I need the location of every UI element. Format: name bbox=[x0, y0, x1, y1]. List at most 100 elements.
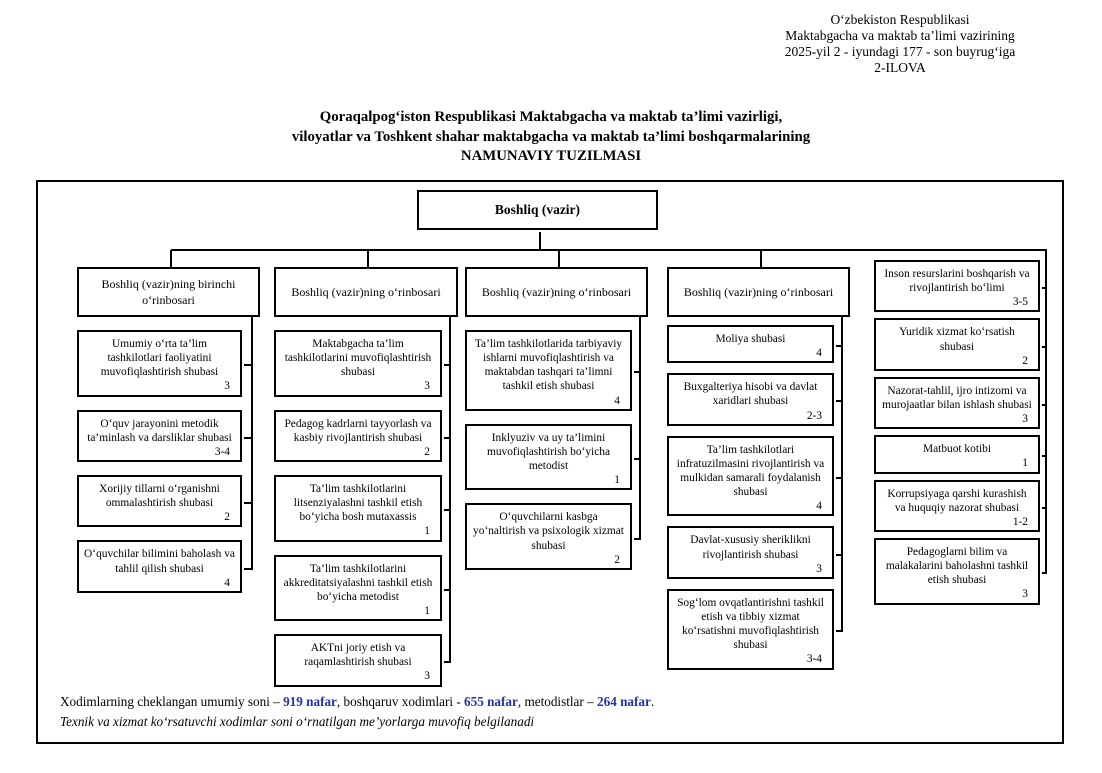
column-header: Boshliq (vazir)ning o‘rinbosari bbox=[274, 267, 458, 317]
connector-line bbox=[634, 371, 641, 374]
org-box-count: 3 bbox=[224, 380, 230, 393]
title-line: viloyatlar va Toshkent shahar maktabgach… bbox=[291, 128, 811, 145]
doc-header-line: 2-ILOVA bbox=[874, 59, 926, 75]
connector-line bbox=[251, 317, 253, 570]
org-box-count: 1-2 bbox=[1012, 515, 1028, 528]
column-header: Boshliq (vazir)ning birinchi o‘rinbosari bbox=[77, 267, 260, 317]
org-box-count: 2 bbox=[1022, 354, 1028, 367]
doc-header-line: O‘zbekiston Respublikasi bbox=[830, 12, 970, 27]
org-box-label: Inklyuziv va uy ta’limini muvofiqlashtir… bbox=[486, 431, 611, 472]
connector-line bbox=[639, 317, 641, 540]
org-box: Ta’lim tashkilotlarini litsenziyalashni … bbox=[274, 474, 442, 542]
connector-line bbox=[244, 436, 253, 439]
org-box-label: Pedagog kadrlarni tayyorlash va kasbiy r… bbox=[284, 417, 432, 444]
org-box: Pedagog kadrlarni tayyorlash va kasbiy r… bbox=[274, 409, 442, 462]
org-box: Umumiy o‘rta ta’lim tashkilotlari faoliy… bbox=[77, 330, 242, 397]
connector-line bbox=[634, 457, 641, 460]
org-box-count: 3 bbox=[424, 380, 430, 393]
org-box-count: 3-4 bbox=[806, 653, 822, 666]
footnote-staff-counts: Xodimlarning cheklangan umumiy soni – 91… bbox=[60, 694, 655, 710]
connector-line bbox=[1042, 404, 1047, 407]
org-chart-frame: Boshliq (vazir) Xodimlarning cheklangan … bbox=[36, 180, 1064, 744]
org-box-count: 4 bbox=[816, 347, 822, 360]
connector-line bbox=[1045, 250, 1047, 575]
org-box-label: Davlat-xususiy sheriklikni rivojlantiris… bbox=[690, 534, 811, 561]
org-box-label: Ta’lim tashkilotlarini akkreditatsiyalas… bbox=[283, 562, 433, 603]
org-box: Moliya shubasi 4 bbox=[667, 325, 834, 364]
org-box-label: Yuridik xizmat ko‘rsatish shubasi bbox=[899, 326, 1015, 353]
connector-line bbox=[169, 250, 172, 269]
org-box-label: Nazorat-tahlil, ijro intizomi va murojaa… bbox=[882, 384, 1032, 411]
connector-line bbox=[836, 630, 843, 633]
methodist-staff-count: 264 nafar bbox=[597, 694, 651, 710]
connector-line bbox=[449, 317, 451, 664]
connector-line bbox=[538, 232, 541, 250]
column-header: Boshliq (vazir)ning o‘rinbosari bbox=[667, 267, 850, 317]
org-box-count: 2 bbox=[224, 511, 230, 524]
org-box-count: 3 bbox=[1022, 413, 1028, 426]
org-box-label: Maktabgacha ta’lim tashkilotlarini muvof… bbox=[284, 338, 432, 379]
connector-line bbox=[444, 509, 451, 512]
org-box: Yuridik xizmat ko‘rsatish shubasi 2 bbox=[874, 318, 1040, 371]
org-box-label: Sog‘lom ovqatlantirishni tashkil etish v… bbox=[677, 596, 824, 652]
connector-line bbox=[836, 400, 843, 403]
org-box: Pedagoglarni bilim va malakalarini bahol… bbox=[874, 537, 1040, 605]
doc-header-line: Maktabgacha va maktab ta’limi vazirining bbox=[785, 27, 1015, 43]
org-box-label: Moliya shubasi bbox=[715, 333, 786, 345]
document-header: O‘zbekiston Respublikasi Maktabgacha va … bbox=[726, 12, 1074, 76]
connector-line bbox=[634, 537, 641, 540]
org-box-count: 2 bbox=[614, 553, 620, 566]
title-line: NAMUNAVIY TUZILMASI bbox=[460, 148, 642, 165]
total-staff-count: 919 nafar bbox=[283, 694, 337, 710]
root-box: Boshliq (vazir) bbox=[417, 190, 658, 230]
org-box-count: 3 bbox=[424, 670, 430, 683]
connector-line bbox=[444, 436, 451, 439]
org-box-label: Pedagoglarni bilim va malakalarini bahol… bbox=[885, 545, 1029, 587]
connector-line bbox=[367, 250, 369, 269]
doc-header-line: 2025-yil 2 - iyundagi 177 - son buyrug‘i… bbox=[784, 43, 1016, 59]
org-box-count: 3 bbox=[1022, 588, 1028, 601]
connector-line bbox=[244, 364, 253, 367]
org-column-1: Boshliq (vazir)ning birinchi o‘rinbosari… bbox=[77, 267, 260, 593]
connector-line bbox=[841, 317, 843, 633]
management-staff-count: 655 nafar bbox=[464, 694, 518, 710]
org-box-label: Ta’lim tashkilotlari infratuzilmasini ri… bbox=[676, 443, 825, 499]
org-box-label: O‘quvchilar bilimini baholash va tahlil … bbox=[84, 548, 235, 575]
org-box: Korrupsiyaga qarshi kurashish va huquqiy… bbox=[874, 479, 1040, 532]
connector-line bbox=[836, 477, 843, 480]
org-box-count: 3-5 bbox=[1012, 296, 1028, 309]
org-box-label: AKTni joriy etish va raqamlashtirish shu… bbox=[304, 642, 412, 669]
org-box-count: 2-3 bbox=[806, 409, 822, 422]
org-box-count: 4 bbox=[816, 500, 822, 513]
org-box-label: Ta’lim tashkilotlarini litsenziyalashni … bbox=[293, 482, 423, 524]
connector-line bbox=[836, 345, 843, 348]
org-box-label: Xorijiy tillarni o‘rganishni ommalashtir… bbox=[99, 482, 220, 510]
org-box-label: Korrupsiyaga qarshi kurashish va huquqiy… bbox=[887, 487, 1027, 514]
org-box-label: O‘quvchilarni kasbga yo‘naltirish va psi… bbox=[473, 511, 624, 552]
org-box-count: 2 bbox=[424, 445, 430, 458]
org-box-count: 4 bbox=[224, 576, 230, 589]
connector-line bbox=[444, 661, 451, 664]
page-title: Qoraqalpog‘iston Respublikasi Maktabgach… bbox=[0, 108, 1102, 167]
org-box: Inklyuziv va uy ta’limini muvofiqlashtir… bbox=[465, 423, 632, 491]
org-box-label: Umumiy o‘rta ta’lim tashkilotlari faoliy… bbox=[100, 338, 219, 379]
title-line: Qoraqalpog‘iston Respublikasi Maktabgach… bbox=[319, 109, 783, 125]
org-box: AKTni joriy etish va raqamlashtirish shu… bbox=[274, 634, 442, 687]
org-box: Xorijiy tillarni o‘rganishni ommalashtir… bbox=[77, 474, 242, 528]
connector-line bbox=[170, 249, 1047, 251]
connector-line bbox=[1042, 506, 1047, 509]
connector-line bbox=[759, 250, 762, 269]
org-box: Ta’lim tashkilotlari infratuzilmasini ri… bbox=[667, 435, 834, 517]
connector-line bbox=[444, 364, 451, 367]
org-box: Maktabgacha ta’lim tashkilotlarini muvof… bbox=[274, 330, 442, 397]
org-box: Ta’lim tashkilotlarini akkreditatsiyalas… bbox=[274, 554, 442, 622]
org-box: Buxgalteriya hisobi va davlat xaridlari … bbox=[667, 373, 834, 426]
org-box: O‘quvchilarni kasbga yo‘naltirish va psi… bbox=[465, 503, 632, 570]
org-box: Sog‘lom ovqatlantirishni tashkil etish v… bbox=[667, 588, 834, 670]
org-box: O‘quvchilar bilimini baholash va tahlil … bbox=[77, 540, 242, 593]
footnote-note: Texnik va xizmat ko‘rsatuvchi xodimlar s… bbox=[60, 714, 535, 730]
connector-line bbox=[1042, 455, 1047, 458]
